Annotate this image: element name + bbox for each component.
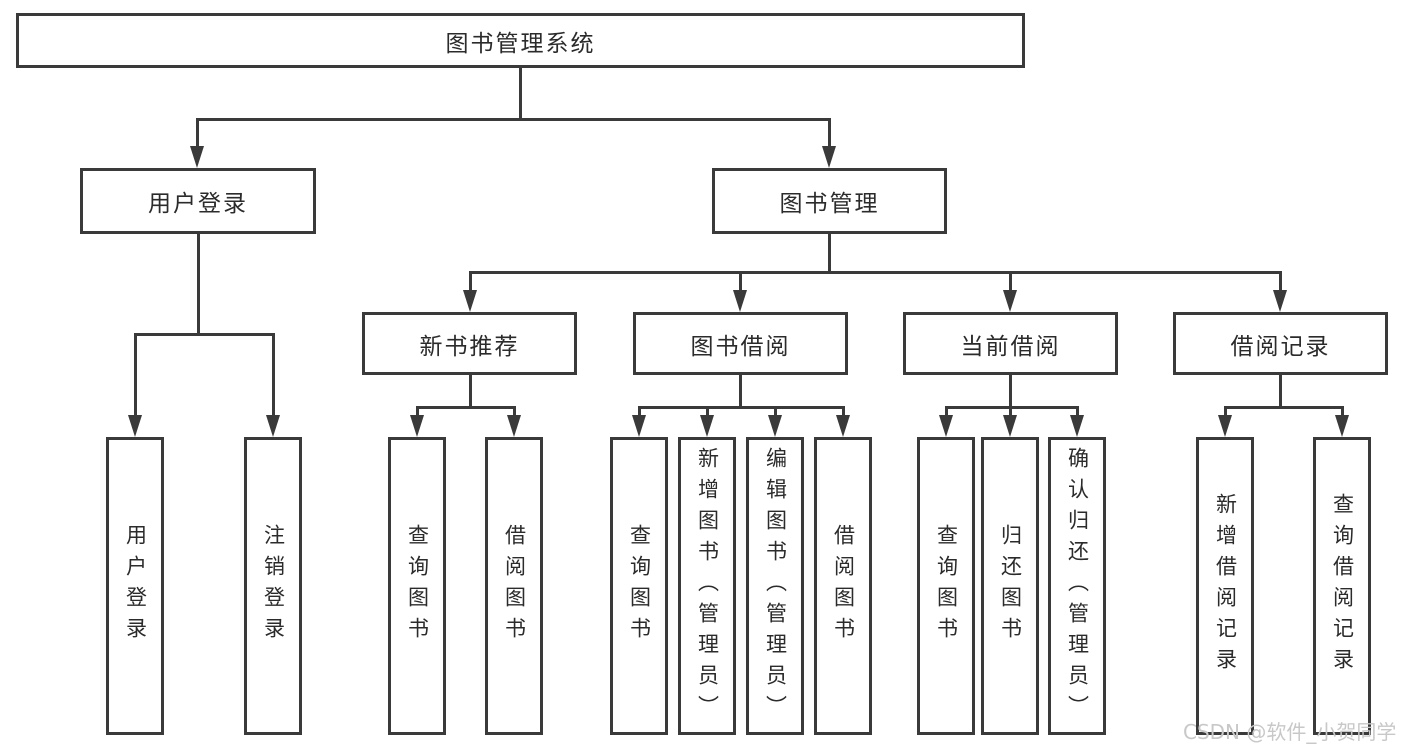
arrowhead-down-icon [1003, 290, 1017, 312]
connector-vline [1340, 406, 1344, 417]
node-user-login-label: 用户登录 [148, 191, 248, 217]
connector-vline [773, 406, 777, 417]
leaf-query-books-borrow: 查询图书 [610, 437, 668, 735]
leaf-return-books: 归还图书 [981, 437, 1039, 735]
connector-hline [133, 332, 275, 336]
leaf-borrow-books-recommend-label: 借阅图书 [502, 524, 527, 648]
arrowhead-down-icon [1335, 415, 1349, 437]
leaf-query-books-borrow-label: 查询图书 [627, 524, 652, 648]
connector-vline [415, 406, 419, 417]
connector-vline [468, 271, 472, 292]
leaf-query-borrow-record-label: 查询借阅记录 [1330, 493, 1355, 679]
connector-vline [738, 374, 742, 407]
connector-hline [1223, 405, 1344, 409]
node-root-label: 图书管理系统 [445, 30, 596, 57]
arrowhead-down-icon [822, 146, 836, 168]
connector-vline [196, 232, 200, 335]
arrowhead-down-icon [768, 415, 782, 437]
arrowhead-down-icon [836, 415, 850, 437]
leaf-return-books-label: 归还图书 [998, 524, 1023, 648]
leaf-query-books-recommend-label: 查询图书 [405, 524, 430, 648]
connector-vline [1278, 271, 1282, 292]
connector-vline [637, 406, 641, 417]
connector-vline [468, 374, 472, 407]
leaf-query-borrow-record: 查询借阅记录 [1313, 437, 1371, 735]
connector-hline [415, 405, 516, 409]
node-borrow-records: 借阅记录 [1173, 312, 1388, 375]
node-book-borrow: 图书借阅 [633, 312, 848, 375]
leaf-edit-books-admin-label: 编辑图书（管理员） [763, 446, 788, 726]
arrowhead-down-icon [700, 415, 714, 437]
connector-vline [841, 406, 845, 417]
connector-hline [195, 117, 831, 121]
connector-vline [271, 333, 275, 417]
node-book-management: 图书管理 [712, 168, 947, 234]
arrowhead-down-icon [266, 415, 280, 437]
leaf-add-borrow-record: 新增借阅记录 [1196, 437, 1254, 735]
arrowhead-down-icon [1273, 290, 1287, 312]
arrowhead-down-icon [1070, 415, 1084, 437]
connector-hline [944, 405, 1079, 409]
leaf-add-borrow-record-label: 新增借阅记录 [1213, 493, 1238, 679]
leaf-logout: 注销登录 [244, 437, 302, 735]
arrowhead-down-icon [190, 146, 204, 168]
arrowhead-down-icon [632, 415, 646, 437]
leaf-add-books-admin-label: 新增图书（管理员） [695, 446, 720, 726]
leaf-query-books-current: 查询图书 [917, 437, 975, 735]
node-new-book-recommend-label: 新书推荐 [419, 333, 520, 360]
node-book-management-label: 图书管理 [779, 191, 880, 217]
connector-vline [944, 406, 948, 417]
connector-vline [705, 406, 709, 417]
leaf-user-login-label: 用户登录 [123, 524, 148, 648]
arrowhead-down-icon [128, 415, 142, 437]
leaf-query-books-recommend: 查询图书 [388, 437, 446, 735]
connector-vline [1075, 406, 1079, 417]
node-root-system: 图书管理系统 [16, 13, 1025, 68]
leaf-confirm-return-admin-label: 确认归还（管理员） [1065, 446, 1090, 726]
arrowhead-down-icon [410, 415, 424, 437]
connector-vline [1008, 406, 1012, 417]
leaf-edit-books-admin: 编辑图书（管理员） [746, 437, 804, 735]
connector-vline [1223, 406, 1227, 417]
connector-vline [1008, 271, 1012, 292]
leaf-logout-label: 注销登录 [261, 524, 286, 648]
arrowhead-down-icon [1218, 415, 1232, 437]
arrowhead-down-icon [463, 290, 477, 312]
leaf-borrow-books: 借阅图书 [814, 437, 872, 735]
connector-vline [512, 406, 516, 417]
connector-vline [1008, 374, 1012, 407]
node-current-borrow: 当前借阅 [903, 312, 1118, 375]
leaf-query-books-current-label: 查询图书 [934, 524, 959, 648]
watermark: CSDN @软件_小贺同学 [1183, 720, 1397, 744]
leaf-confirm-return-admin: 确认归还（管理员） [1048, 437, 1106, 735]
leaf-borrow-books-recommend: 借阅图书 [485, 437, 543, 735]
connector-vline [1278, 374, 1282, 407]
node-book-borrow-label: 图书借阅 [690, 333, 791, 360]
leaf-user-login: 用户登录 [106, 437, 164, 735]
connector-vline [518, 68, 522, 121]
arrowhead-down-icon [733, 290, 747, 312]
connector-hline [468, 270, 1282, 274]
arrowhead-down-icon [507, 415, 521, 437]
connector-vline [133, 333, 137, 417]
node-new-book-recommend: 新书推荐 [362, 312, 577, 375]
connector-hline [637, 405, 845, 409]
leaf-add-books-admin: 新增图书（管理员） [678, 437, 736, 735]
node-borrow-records-label: 借阅记录 [1230, 333, 1331, 360]
arrowhead-down-icon [939, 415, 953, 437]
leaf-borrow-books-label: 借阅图书 [831, 524, 856, 648]
connector-vline [827, 119, 831, 148]
node-user-login: 用户登录 [80, 168, 316, 234]
connector-vline [738, 271, 742, 292]
node-current-borrow-label: 当前借阅 [960, 333, 1061, 360]
connector-vline [827, 232, 831, 273]
connector-vline [195, 119, 199, 148]
arrowhead-down-icon [1003, 415, 1017, 437]
